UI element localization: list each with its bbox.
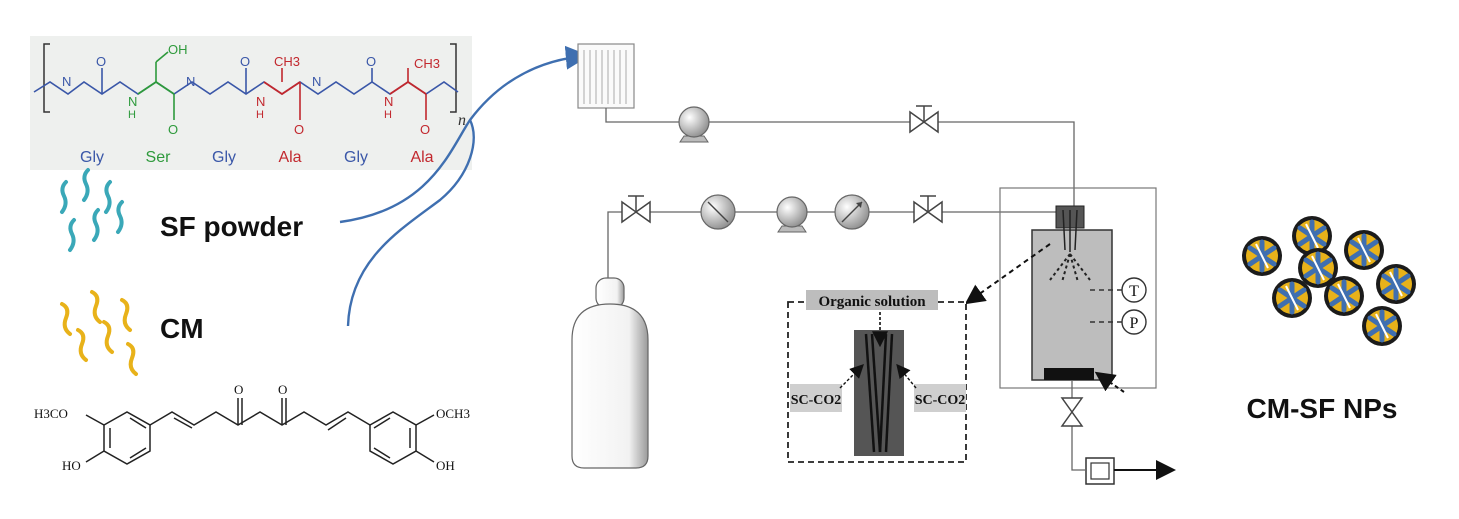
thermostat-box [999,187,1157,389]
outlet-valve [1060,397,1084,427]
solution-valve [909,105,939,133]
atom-ch3-2: CH3 [414,56,440,71]
structure-background [30,36,472,170]
co2-line [607,206,1061,286]
temp-sensor [1121,277,1147,303]
silk-fibroin-structure: n OH CH3 CH3 O O O O O O N N H N N H N N [30,36,472,170]
nanoparticle [1362,306,1402,346]
amide-n-6: N [384,94,393,109]
filter [1044,368,1094,380]
carbonyl-o-2: O [168,122,178,137]
co2-valve-1 [621,195,651,223]
nanoparticle [1376,264,1416,304]
co2-cooler [700,194,736,230]
inset-title: Organic solution [818,294,926,310]
amide-h-6: H [384,109,392,121]
pressure-sensor [1121,309,1147,335]
curcumin-carbonyl-1: O [234,382,243,397]
co2-pump [776,196,808,233]
nanoparticle-cluster [1242,216,1416,346]
curcumin-right-hydroxyl: OH [436,458,455,473]
curcumin-carbonyl-2: O [278,382,287,397]
amide-h-2: H [128,109,136,121]
amide-n-5: N [312,74,321,89]
co2-cylinder [571,277,649,469]
residue-label: Ala [410,149,433,166]
residue-labels: Gly Ser Gly Ala Gly Ala [80,149,434,166]
carbonyl-o-3: O [240,54,250,69]
sas-apparatus: T P Organic solution [571,43,1176,485]
carbonyl-o-1: O [96,54,106,69]
zoom-pointer [964,243,1051,305]
residue-label: Gly [344,149,368,166]
residue-label: Ala [278,149,301,166]
left-bracket [43,43,50,113]
amide-h-4: H [256,109,264,121]
atom-oh: OH [168,42,188,57]
curcumin-left-hydroxyl: HO [62,458,81,473]
sf-powder-label: SF powder [160,211,303,242]
residue-label: Ser [146,149,172,166]
right-bracket [450,43,457,113]
co2-heater [834,194,870,230]
nanoparticle [1272,278,1312,318]
amide-n-1: N [62,74,71,89]
cm-group: CM [60,290,204,376]
nanoparticle [1344,230,1384,270]
solution-pump [678,106,710,143]
product-label: CM-SF NPs [1247,393,1398,424]
curcumin-right-methoxy: OCH3 [436,406,470,421]
precipitation-vessel [1031,229,1113,381]
solution-line [605,108,1075,206]
inset-left-inlet: SC-CO2 [791,393,842,408]
cm-label: CM [160,313,204,344]
atom-ch3-1: CH3 [274,54,300,69]
temp-sensor-label: T [1129,283,1139,300]
amide-n-3: N [186,74,195,89]
carbonyl-o-4: O [294,122,304,137]
solution-reservoir [577,43,635,109]
nozzle-inset: Organic solution SC-CO2 SC-CO2 [787,290,967,463]
pressure-sensor-label: P [1130,315,1139,332]
amide-n-4: N [256,94,265,109]
residue-label: Gly [212,149,236,166]
co2-valve-2 [913,195,943,223]
repeat-subscript: n [458,112,466,129]
separator [1085,457,1115,485]
nanoparticle [1324,276,1364,316]
amide-n-2: N [128,94,137,109]
spray [1049,253,1091,283]
nanoparticle [1242,236,1282,276]
nozzle [1055,205,1085,252]
inset-right-inlet: SC-CO2 [915,393,966,408]
cm-flow-arrow [346,119,475,327]
cm-fiber-icon [60,290,138,376]
sf-fiber-icon [60,168,124,252]
carbonyl-o-6: O [420,122,430,137]
sf-powder-group: SF powder [60,168,303,252]
filter-pointer [1094,371,1125,393]
residue-label: Gly [80,149,104,166]
curcumin-left-methoxy: H3CO [34,406,68,421]
curcumin-structure [85,398,435,465]
carbonyl-o-5: O [366,54,376,69]
